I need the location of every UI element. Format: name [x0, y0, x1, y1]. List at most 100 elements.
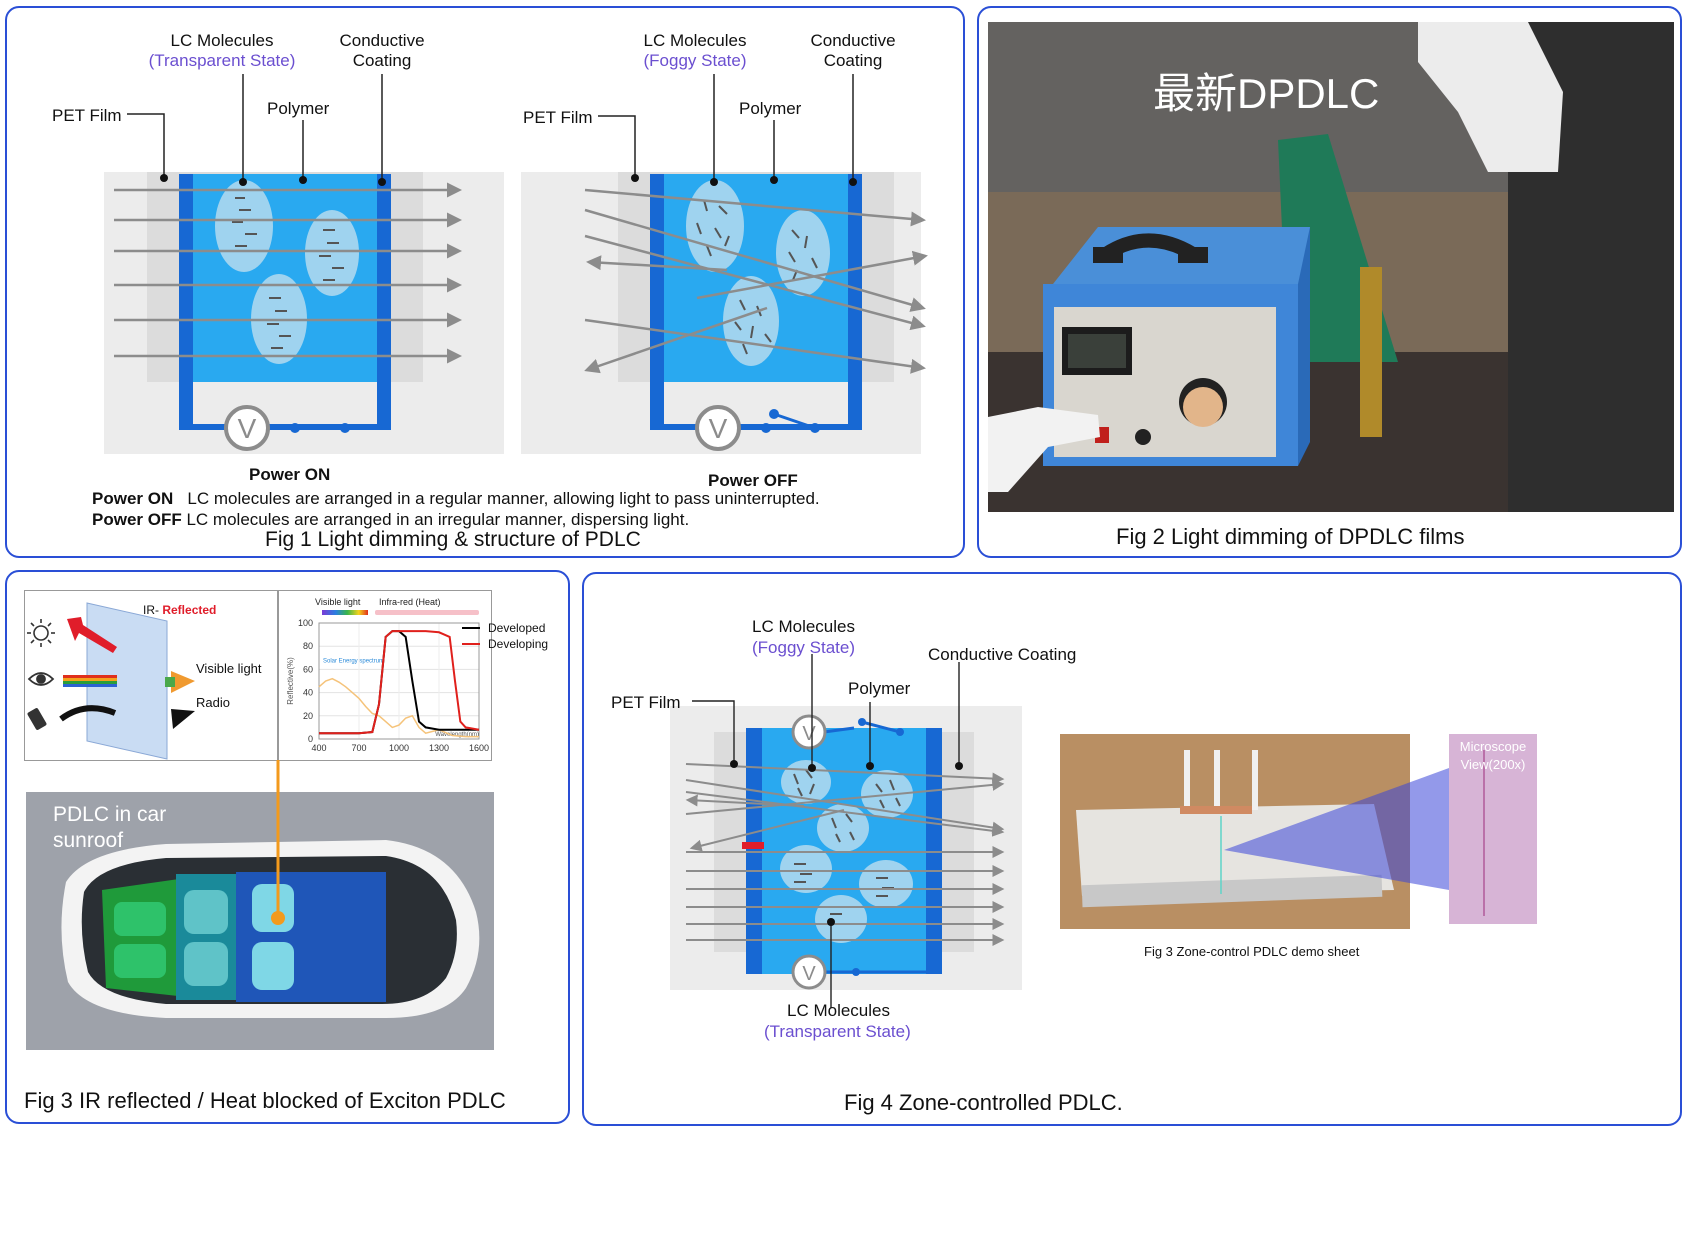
- series-line: [319, 630, 480, 735]
- y-tick-label: 40: [303, 688, 313, 698]
- y-tick-label: 0: [308, 734, 313, 744]
- pet-film-label: PET Film: [611, 693, 681, 712]
- power-on-description: Power ON LC molecules are arranged in a …: [92, 488, 820, 509]
- x-tick-label: 700: [351, 743, 366, 753]
- lc-molecules-top-label: LC Molecules: [752, 617, 855, 636]
- legend-label: Developed: [488, 621, 546, 635]
- power-on-cell: V: [104, 74, 504, 454]
- reflectance-chart: Visible light Infra-red (Heat) 100 80 60 40 20…: [286, 597, 489, 753]
- car-label-line: PDLC in car: [53, 803, 167, 826]
- power-off-description: Power OFF LC molecules are arranged in a…: [92, 509, 689, 530]
- fig3-caption: Fig 3 IR reflected / Heat blocked of Exc…: [24, 1088, 506, 1113]
- desc-key: Power ON: [92, 489, 174, 508]
- fig3-panel: IR- Reflected Visible light Radio Visibl…: [5, 570, 570, 1124]
- fig4-caption: Fig 4 Zone-controlled PDLC.: [844, 1090, 1123, 1115]
- conductive-coating-label: Conductive Coating: [928, 645, 1077, 664]
- chart-note: Solar Energy spectrum: [323, 658, 384, 664]
- lc-foggy-state-label: (Foggy State): [752, 638, 855, 657]
- y-tick-label: 20: [303, 711, 313, 721]
- radio-label: Radio: [196, 695, 230, 710]
- connector-line: [271, 760, 285, 925]
- conductive-coating-label: Coating: [352, 51, 412, 70]
- microscope-line: View(200x): [1460, 757, 1526, 772]
- desc-text: LC molecules are arranged in an irregula…: [186, 510, 690, 529]
- legend-swatch: [462, 643, 480, 645]
- lc-state-label: (Foggy State): [643, 51, 747, 70]
- x-tick-label: 1600: [469, 743, 489, 753]
- voltmeter-icon: [791, 954, 827, 990]
- y-tick-label: 100: [298, 618, 313, 628]
- fig1-panel: V: [5, 6, 965, 558]
- microscope-view: [1449, 734, 1537, 924]
- svg-text:V: V: [709, 413, 728, 444]
- visible-light-label: Visible light: [196, 661, 262, 676]
- reflected-word: Reflected: [162, 603, 217, 617]
- band-label: Visible light: [315, 597, 361, 607]
- pet-film-label: PET Film: [523, 108, 593, 127]
- car-label: PDLC in car sunroof: [53, 802, 166, 854]
- demo-sheet-caption: Fig 3 Zone-control PDLC demo sheet: [1144, 944, 1360, 959]
- series-line: [318, 677, 479, 738]
- dpdlc-overlay-text: 最新DPDLC: [1153, 70, 1380, 117]
- pet-film-label: PET Film: [52, 106, 122, 125]
- fig2-caption: Fig 2 Light dimming of DPDLC films: [1116, 524, 1465, 549]
- ir-prefix: IR-: [143, 603, 163, 617]
- microscope-label: Microscope View(200x): [1449, 738, 1537, 774]
- polymer-label: Polymer: [848, 679, 911, 698]
- y-axis-label: Reflective(%): [286, 657, 295, 705]
- infrared-band: [375, 610, 479, 615]
- car-sunroof-photo: PDLC in car sunroof: [26, 792, 494, 1050]
- polymer-label: Polymer: [267, 99, 330, 118]
- lc-transparent-state-label: (Transparent State): [764, 1022, 911, 1041]
- legend-item: Developing: [462, 636, 562, 652]
- visible-band: [322, 610, 368, 615]
- power-off-cell: V: [521, 74, 928, 454]
- conductive-coating-label: Conductive: [339, 31, 425, 50]
- legend-item: Developed: [462, 620, 562, 636]
- lc-molecules-bottom-label: LC Molecules: [787, 1001, 890, 1020]
- polymer-label: Polymer: [739, 99, 802, 118]
- legend-label: Developing: [488, 637, 549, 651]
- fig1-caption: Fig 1 Light dimming & structure of PDLC: [265, 528, 641, 551]
- conductive-coating-label: Coating: [823, 51, 883, 70]
- ir-reflect-schematic: IR- Reflected Visible light Radio: [24, 590, 278, 761]
- dpdlc-demo-photo: 最新DPDLC: [988, 22, 1674, 512]
- eye-icon: [27, 672, 55, 686]
- desc-text: LC molecules are arranged in a regular m…: [187, 489, 820, 508]
- microscope-line: Microscope: [1459, 739, 1527, 754]
- power-off-label: Power OFF: [708, 471, 798, 490]
- desc-key: Power OFF: [92, 510, 182, 529]
- x-axis-label: Wavelength(nm): [435, 732, 479, 738]
- svg-text:V: V: [238, 413, 257, 444]
- fig1-diagram: V: [104, 74, 928, 454]
- x-tick-label: 1000: [389, 743, 409, 753]
- x-tick-label: 1300: [429, 743, 449, 753]
- voltmeter-icon: [224, 405, 270, 451]
- conductive-coating-label: Conductive: [810, 31, 896, 50]
- device-illustration: [988, 22, 1674, 512]
- svg-text:V: V: [802, 963, 816, 985]
- fig4-panel: V V LC Molecules: [582, 572, 1682, 1126]
- legend-swatch: [462, 627, 480, 629]
- power-on-label: Power ON: [249, 465, 331, 484]
- voltmeter-icon: [695, 405, 741, 451]
- lc-molecules-label: LC Molecules: [643, 31, 747, 50]
- plot-frame: [318, 622, 480, 740]
- y-tick-label: 80: [303, 641, 313, 651]
- phone-icon: [27, 708, 47, 730]
- lc-molecules-label: LC Molecules: [170, 31, 274, 50]
- sun-icon: [27, 619, 55, 647]
- ir-reflected-label: IR- Reflected: [143, 603, 216, 617]
- lc-state-label: (Transparent State): [148, 51, 296, 70]
- svg-text:V: V: [802, 723, 816, 745]
- fig2-panel: 最新DPDLC Fig 2 Light dimming of DPDLC fil…: [977, 6, 1682, 558]
- zone-control-diagram: V V: [670, 654, 1537, 1008]
- reflectance-chart-box: Visible light Infra-red (Heat) 100 80 60 40 20…: [278, 590, 492, 761]
- car-illustration: [26, 792, 494, 1050]
- car-label-line: sunroof: [53, 829, 124, 852]
- voltmeter-icon: [791, 714, 827, 750]
- x-tick-label: 400: [311, 743, 326, 753]
- band-label: Infra-red (Heat): [379, 597, 441, 607]
- chart-legend: Developed Developing: [462, 620, 562, 652]
- y-tick-label: 60: [303, 664, 313, 674]
